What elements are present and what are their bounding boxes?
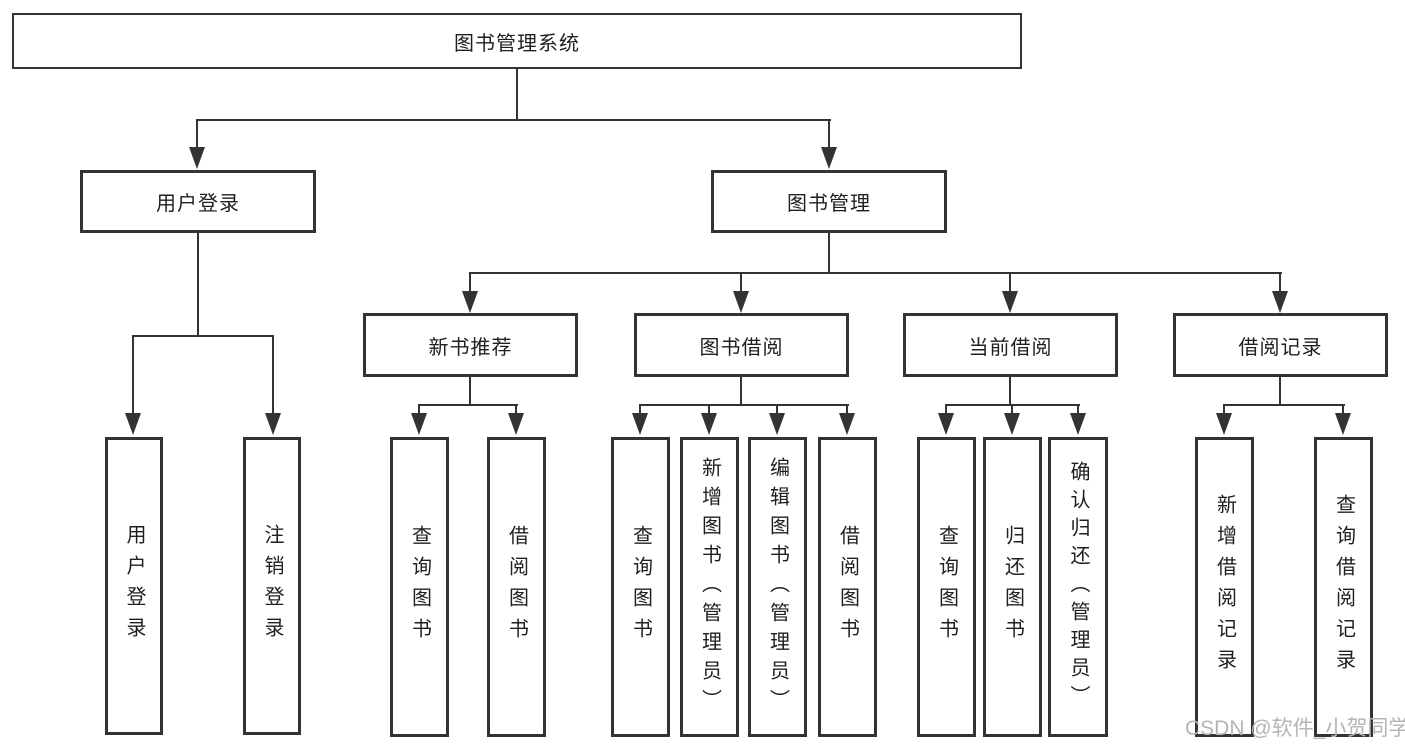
arrowhead-new-rec — [462, 291, 478, 313]
arrowhead-current-borrow — [1002, 291, 1018, 313]
leaf-borrow-books-2-label: 借阅图书 — [836, 525, 859, 649]
leaf-query-books-2: 查询图书 — [611, 437, 670, 737]
leaf-add-borrow-record-label: 新增借阅记录 — [1213, 494, 1236, 680]
leaf-add-book-admin-label: 新增图书（管理员） — [698, 456, 721, 718]
connector-stem — [945, 404, 947, 414]
node-borrowing-records-label: 借阅记录 — [1238, 336, 1323, 359]
leaf-return-book-label: 归还图书 — [1001, 525, 1024, 649]
connector-stem-current-borrow — [1009, 272, 1011, 292]
leaf-user-login-label: 用户登录 — [123, 524, 145, 648]
arrowhead-leaf — [1335, 413, 1351, 435]
leaf-query-borrow-record-label: 查询借阅记录 — [1332, 494, 1355, 680]
connector-records-rail — [1223, 404, 1345, 406]
leaf-borrow-books-2: 借阅图书 — [818, 437, 877, 737]
connector-current-drop — [1009, 377, 1011, 406]
node-new-book-recommendation: 新书推荐 — [363, 313, 578, 377]
leaf-add-borrow-record: 新增借阅记录 — [1195, 437, 1254, 737]
connector-stem-leaf-logout — [272, 335, 274, 413]
connector-newrec-drop — [469, 377, 471, 406]
leaf-user-login: 用户登录 — [105, 437, 163, 735]
leaf-borrow-books-1-label: 借阅图书 — [505, 525, 528, 649]
connector-stem — [1077, 404, 1079, 414]
node-book-borrowing-label: 图书借阅 — [699, 336, 784, 359]
connector-stem-book-borrow — [740, 272, 742, 292]
connector-login-rail — [132, 335, 274, 337]
arrowhead-leaf — [1216, 413, 1232, 435]
leaf-query-borrow-record: 查询借阅记录 — [1314, 437, 1373, 737]
connector-stem — [418, 404, 420, 414]
connector-stem — [1011, 404, 1013, 414]
connector-stem — [846, 404, 848, 414]
connector-mgmt-drop — [828, 233, 830, 274]
connector-stem — [776, 404, 778, 414]
arrowhead-borrow-records — [1272, 291, 1288, 313]
connector-root-rail — [196, 119, 831, 121]
node-user-login: 用户登录 — [80, 170, 316, 233]
connector-stem-leaf-login — [132, 335, 134, 413]
connector-stem-book-mgmt — [828, 119, 830, 148]
arrowhead-leaf-login — [125, 413, 141, 435]
node-current-borrowing: 当前借阅 — [903, 313, 1118, 377]
node-book-borrowing: 图书借阅 — [634, 313, 849, 377]
connector-stem-new-rec — [469, 272, 471, 292]
connector-stem — [1223, 404, 1225, 414]
leaf-return-book: 归还图书 — [983, 437, 1042, 737]
connector-newrec-rail — [418, 404, 518, 406]
arrowhead-leaf — [701, 413, 717, 435]
leaf-query-books-1-label: 查询图书 — [408, 525, 431, 649]
node-current-borrowing-label: 当前借阅 — [968, 336, 1053, 359]
leaf-logout-label: 注销登录 — [261, 524, 283, 648]
node-library-system: 图书管理系统 — [12, 13, 1022, 69]
node-book-management: 图书管理 — [711, 170, 947, 233]
node-book-management-label: 图书管理 — [787, 193, 871, 215]
arrowhead-leaf — [1004, 413, 1020, 435]
arrowhead-user-login — [189, 147, 205, 169]
connector-stem — [515, 404, 517, 414]
leaf-borrow-books-1: 借阅图书 — [487, 437, 546, 737]
arrowhead-book-borrow — [733, 291, 749, 313]
connector-stem — [708, 404, 710, 414]
connector-stem — [1342, 404, 1344, 414]
leaf-query-books-1: 查询图书 — [390, 437, 449, 737]
leaf-add-book-admin: 新增图书（管理员） — [680, 437, 739, 737]
arrowhead-leaf — [1070, 413, 1086, 435]
connector-login-drop — [197, 233, 199, 337]
connector-root-drop — [516, 69, 518, 120]
node-user-login-label: 用户登录 — [156, 193, 240, 215]
leaf-confirm-return-admin: 确认归还（管理员） — [1048, 437, 1108, 737]
leaf-query-books-2-label: 查询图书 — [629, 525, 652, 649]
arrowhead-leaf — [769, 413, 785, 435]
connector-stem-user-login — [196, 119, 198, 148]
arrowhead-leaf — [839, 413, 855, 435]
arrowhead-leaf — [938, 413, 954, 435]
leaf-logout: 注销登录 — [243, 437, 301, 735]
arrowhead-leaf — [508, 413, 524, 435]
node-new-book-recommendation-label: 新书推荐 — [428, 336, 513, 359]
connector-borrow-rail — [639, 404, 849, 406]
leaf-edit-book-admin-label: 编辑图书（管理员） — [766, 456, 789, 718]
leaf-edit-book-admin: 编辑图书（管理员） — [748, 437, 807, 737]
leaf-query-books-3-label: 查询图书 — [935, 525, 958, 649]
leaf-query-books-3: 查询图书 — [917, 437, 976, 737]
leaf-confirm-return-admin-label: 确认归还（管理员） — [1067, 461, 1089, 713]
node-library-system-label: 图书管理系统 — [454, 32, 580, 55]
arrowhead-leaf — [411, 413, 427, 435]
connector-stem — [639, 404, 641, 414]
arrowhead-leaf — [632, 413, 648, 435]
connector-records-drop — [1279, 377, 1281, 406]
node-borrowing-records: 借阅记录 — [1173, 313, 1388, 377]
connector-stem-borrow-records — [1279, 272, 1281, 292]
connector-borrow-drop — [740, 377, 742, 406]
arrowhead-book-mgmt — [821, 147, 837, 169]
connector-mgmt-rail — [469, 272, 1282, 274]
arrowhead-leaf-logout — [265, 413, 281, 435]
csdn-watermark: CSDN @软件_小贺同学 — [1185, 717, 1405, 740]
